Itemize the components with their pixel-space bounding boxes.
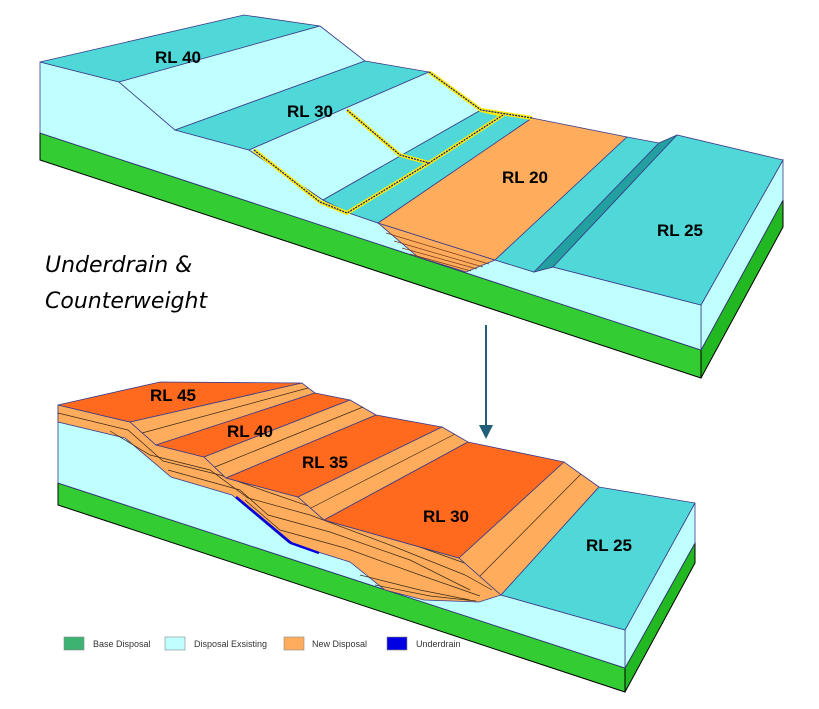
bottom-fill-layers	[57, 412, 499, 602]
legend-swatch-underdrain	[386, 636, 408, 651]
top-label-rl20: RL 20	[502, 168, 548, 187]
legend-label-base-disposal: Base Disposal	[93, 639, 151, 649]
legend-label-underdrain: Underdrain	[416, 639, 461, 649]
legend-label-disposal-existing: Disposal Exsisting	[194, 639, 267, 649]
legend-swatch-base-disposal	[63, 636, 85, 651]
bottom-underdrain-line	[235, 496, 320, 555]
bottom-block: RL 45 RL 40 RL 35 RL 30 RL 25	[57, 381, 696, 693]
bottom-label-rl30: RL 30	[423, 507, 469, 526]
bottom-label-rl40: RL 40	[227, 422, 273, 441]
top-label-rl25: RL 25	[657, 221, 703, 240]
legend-swatch-disposal-existing	[164, 636, 186, 651]
bottom-label-rl25: RL 25	[586, 536, 632, 555]
top-label-rl40: RL 40	[155, 48, 201, 67]
bottom-slope-lines	[141, 387, 582, 577]
legend-swatch-new-disposal	[283, 636, 305, 651]
legend: Base Disposal Disposal Exsisting New Dis…	[63, 636, 461, 651]
bottom-terrace-rl25	[500, 486, 696, 631]
top-terrace-rl25	[552, 134, 784, 306]
title-line-1: Underdrain &	[45, 253, 192, 278]
legend-label-new-disposal: New Disposal	[312, 639, 367, 649]
top-label-rl30: RL 30	[287, 102, 333, 121]
top-block: RL 40 RL 30 RL 20 RL 25	[39, 14, 784, 379]
down-arrow-icon	[479, 325, 493, 439]
top-underdrain-outline	[252, 70, 533, 216]
title-line-2: Counterweight	[45, 289, 208, 314]
bottom-label-rl45: RL 45	[150, 386, 196, 405]
bottom-label-rl35: RL 35	[302, 453, 348, 472]
